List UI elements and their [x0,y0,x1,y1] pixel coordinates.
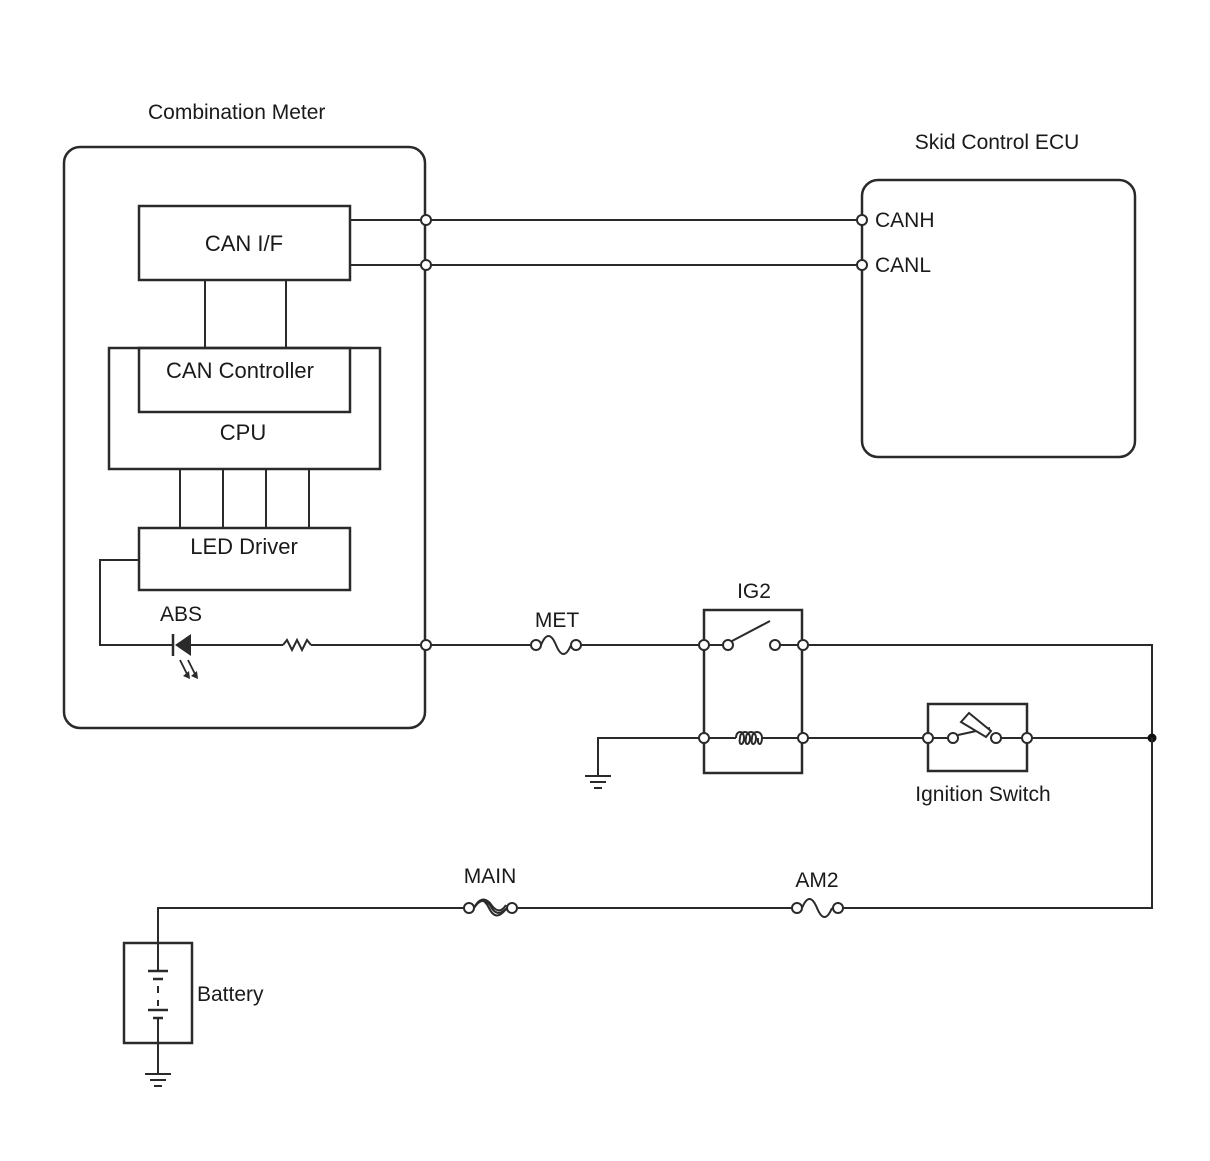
skid-control-ecu-label: Skid Control ECU [915,131,1080,154]
canh-label: CANH [875,209,935,232]
main-fuse-label: MAIN [464,865,517,888]
am2-fuse-label: AM2 [795,869,838,892]
met-fuse-icon [530,635,582,655]
battery-icon [148,943,168,1043]
abs-led-wire-left [99,559,172,646]
can-controller-box [137,346,352,414]
battery-positive-wire [157,907,464,943]
met-fuse-label: MET [535,609,580,632]
ground-icon [585,775,611,789]
resistor-icon [282,637,312,653]
main-fuse-icon [463,898,518,917]
ignition-switch-label: Ignition Switch [915,783,1050,806]
ignition-switch-icon [922,711,1033,744]
coil-ground-wire [597,737,699,775]
abs-label: ABS [160,603,202,626]
am2-supply-wire [843,738,1153,909]
led-driver-label: LED Driver [190,534,298,559]
can-controller-label: CAN Controller [166,358,314,383]
relay-coil-icon [698,731,809,745]
ig2-relay-label: IG2 [737,580,771,603]
combination-meter-box [62,145,427,730]
am2-fuse-icon [791,898,844,918]
relay-contact-icon [698,620,809,651]
cpu-label: CPU [220,420,266,445]
battery-label: Battery [197,983,264,1006]
abs-led-icon [171,634,198,679]
can-if-box [137,204,352,282]
battery-ground-icon [145,1073,171,1087]
can-if-label: CAN I/F [205,231,283,256]
canh-ecu-terminal [856,214,868,226]
canh-meter-terminal [420,214,432,226]
canl-ecu-terminal [856,259,868,271]
ig2-relay-box [702,608,804,775]
canl-meter-terminal [420,259,432,271]
combination-meter-label: Combination Meter [148,101,325,124]
canl-label: CANL [875,254,931,277]
skid-control-ecu-box [860,178,1137,459]
ig2-output-wire [808,644,1153,738]
